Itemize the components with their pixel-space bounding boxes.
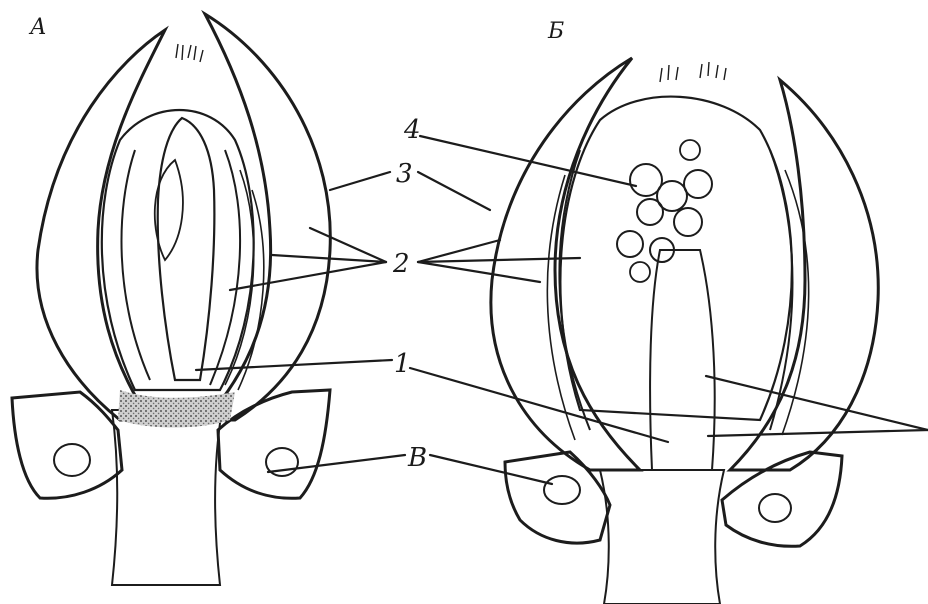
bud-a-outer-scale-right [205, 14, 330, 420]
flower-primordium [674, 208, 702, 236]
leader-v-left [268, 455, 405, 472]
bud-b-inflorescence [617, 140, 712, 282]
bud-a-tip-hairs [176, 44, 203, 62]
leader-3-right [418, 172, 490, 210]
leader-1-left [196, 360, 392, 370]
flower-primordium [680, 140, 700, 160]
bud-b-left-axillary-bud [544, 476, 580, 504]
bud-a-young-leaf [155, 160, 183, 260]
bud-a-stem [112, 410, 222, 585]
callout-4: 4 [403, 115, 421, 145]
leader-edge-a [706, 376, 928, 430]
bud-b-outer-scale-left [491, 58, 640, 470]
panel-label-a: А [28, 15, 47, 40]
bud-b-stem [600, 470, 724, 604]
bud-a [12, 14, 330, 585]
bud-a-inner-scale-2 [121, 150, 150, 380]
leader-v-right [430, 455, 552, 484]
bud-b-axis [650, 250, 715, 470]
callout-1: 1 [394, 349, 411, 379]
flower-primordium [684, 170, 712, 198]
callout-3: 3 [396, 159, 413, 189]
leader-2-a [310, 228, 386, 262]
leader-3-left [330, 172, 390, 190]
callout-v: В [407, 443, 427, 473]
leader-2-d [418, 240, 500, 262]
bud-a-base-tissue [118, 390, 235, 428]
bud-b-tip-hairs [660, 62, 726, 82]
panel-label-b: Б [547, 19, 564, 44]
leader-2-f [418, 262, 540, 282]
callout-2: 2 [392, 249, 410, 279]
bud-b [491, 58, 878, 604]
flower-primordium [637, 199, 663, 225]
bud-b-left-bract [505, 452, 610, 543]
leader-edge-b [708, 430, 928, 436]
bud-a-growth-cone [158, 118, 215, 380]
bud-b-inner-scale-1 [560, 97, 792, 420]
bud-a-left-axillary-bud [54, 444, 90, 476]
bud-a-right-bract [218, 390, 330, 498]
bud-b-right-bract [722, 452, 842, 546]
leader-4 [420, 136, 636, 186]
bud-a-outer-scale-left [37, 30, 165, 420]
flower-primordium [630, 262, 650, 282]
bud-b-right-axillary-bud [759, 494, 791, 522]
bud-a-inner-scale-1 [102, 110, 254, 390]
flower-primordium [617, 231, 643, 257]
